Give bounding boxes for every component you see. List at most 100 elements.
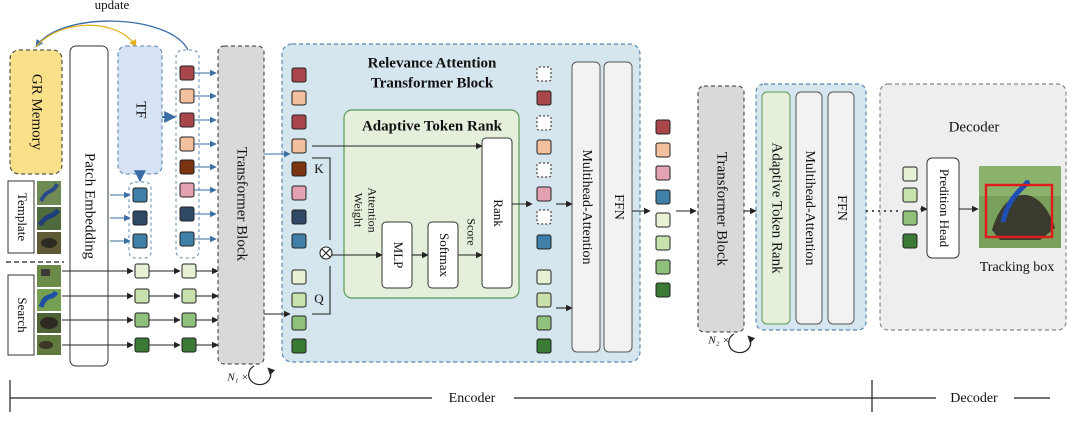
predition-head-label: Predition Head <box>937 169 952 248</box>
ranked-token <box>536 186 552 202</box>
ranked-token <box>536 66 552 82</box>
decoder-token <box>902 233 918 249</box>
search-token <box>181 312 197 328</box>
ranked-search-token <box>536 315 552 331</box>
ffn-label: FFN <box>611 194 626 220</box>
tracking-bbox <box>984 183 1054 239</box>
decoder-axis-label: Decoder <box>950 391 998 406</box>
ranked-token <box>536 115 552 131</box>
rat-template-token <box>291 209 307 225</box>
rat-search-token <box>291 315 307 331</box>
search-token <box>181 263 197 279</box>
rank-label: Rank <box>491 199 506 227</box>
rat-template-token <box>291 138 307 154</box>
template-token <box>132 210 148 226</box>
ranked-token <box>536 162 552 178</box>
ffn-box <box>603 61 633 353</box>
rat-template-token <box>291 185 307 201</box>
output-token <box>655 189 671 205</box>
adaptive-token-rank-label-2: Adaptive Token Rank <box>769 142 785 274</box>
multihead-attention-label: Multihead-Attention <box>579 149 594 264</box>
memory-token <box>179 88 195 104</box>
patch-embedding-box <box>69 45 109 367</box>
memory-token-group <box>175 49 200 259</box>
q-label: Q <box>314 291 324 306</box>
template-label: Template <box>15 193 30 241</box>
search-token <box>134 312 150 328</box>
transformer-block-2-loop <box>728 333 756 354</box>
ranked-search-token <box>536 269 552 285</box>
attention-weight-line2: Weight <box>351 193 365 228</box>
decoder-title: Decoder <box>949 119 1000 135</box>
rat-title-line1: Relevance Attention <box>368 55 497 71</box>
update-arc-blue <box>35 20 189 51</box>
memory-token <box>179 159 195 175</box>
patch-embedding-label: Patch Embedding <box>82 153 98 260</box>
rat-search-token <box>291 269 307 285</box>
gr-memory-box <box>9 49 63 175</box>
ranked-search-token <box>536 338 552 354</box>
memory-token <box>179 231 195 247</box>
search-label: Search <box>15 297 30 333</box>
multiply-cross <box>321 248 331 258</box>
ranked-token <box>536 234 552 250</box>
ranked-token <box>536 139 552 155</box>
decoder-token <box>902 210 918 226</box>
tokens-layer <box>62 65 918 354</box>
rat-search-token <box>291 338 307 354</box>
output-token <box>655 119 671 135</box>
gr-memory-label: GR Memory <box>29 74 45 151</box>
output-token <box>655 212 671 228</box>
transformer-block-2 <box>697 85 745 333</box>
output-token <box>655 235 671 251</box>
n2-label: N₂ × <box>707 335 729 347</box>
decoder-token <box>902 166 918 182</box>
transformer-block-1-label: Transformer Block <box>234 147 250 262</box>
q-branch-line <box>312 266 331 315</box>
decoder-token <box>902 187 918 203</box>
rat-template-token <box>291 114 307 130</box>
search-token <box>181 288 197 304</box>
ffn-box-2 <box>827 91 855 325</box>
template-image-patches <box>37 181 61 254</box>
tf-label: TF <box>133 101 149 119</box>
template-token <box>132 233 148 249</box>
update-label: update <box>95 0 130 12</box>
n1-label: N₁ × <box>226 372 248 384</box>
memory-token <box>179 136 195 152</box>
rat-template-token <box>291 67 307 83</box>
tracking-box-label: Tracking box <box>980 260 1055 275</box>
multihead-attention-box-2 <box>795 91 823 325</box>
memory-token <box>179 65 195 81</box>
output-token <box>655 142 671 158</box>
adaptive-token-rank-box-2 <box>761 91 791 325</box>
rat-template-token <box>291 161 307 177</box>
template-label-box <box>7 180 35 254</box>
search-token <box>134 337 150 353</box>
ranked-search-token <box>536 292 552 308</box>
tf-template-token-group <box>128 181 152 259</box>
search-token <box>181 337 197 353</box>
tracking-image <box>979 166 1061 248</box>
search-token <box>134 288 150 304</box>
multihead-attention-label-2: Multihead-Attention <box>802 150 817 265</box>
score-label: Score <box>464 218 478 245</box>
mlp-label: MLP <box>391 242 406 269</box>
search-label-box <box>7 274 35 356</box>
rat-template-token <box>291 233 307 249</box>
template-token <box>132 187 148 203</box>
k-branch-line <box>312 157 331 240</box>
attention-weight-line1: Attention <box>365 187 379 232</box>
output-token <box>655 282 671 298</box>
memory-token <box>179 206 195 222</box>
output-token <box>655 165 671 181</box>
rat-search-token <box>291 292 307 308</box>
softmax-label: Softmax <box>437 233 452 278</box>
rat-template-token <box>291 90 307 106</box>
transformer-block-2-label: Transformer Block <box>714 152 730 267</box>
transformer-block-1-loop <box>248 365 276 386</box>
encoder-axis-label: Encoder <box>449 391 496 406</box>
ranked-token <box>536 90 552 106</box>
